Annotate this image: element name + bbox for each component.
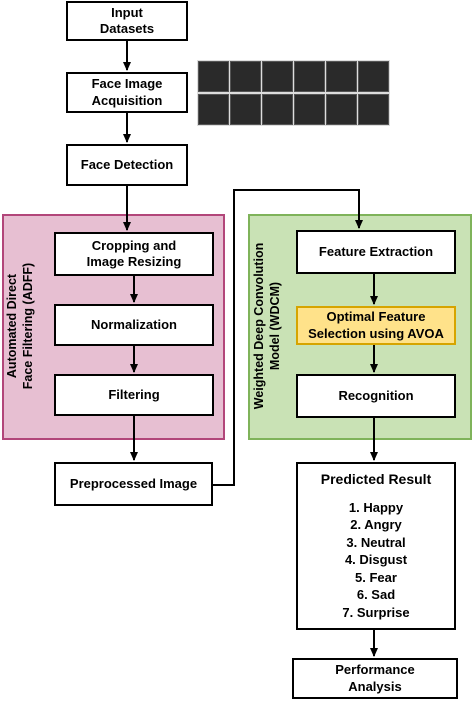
input-datasets-box: Input Datasets xyxy=(66,1,188,41)
recognition-box: Recognition xyxy=(296,374,456,418)
cropping-resizing-box: Cropping and Image Resizing xyxy=(54,232,214,276)
arrow-preprocessed-to-feature-extraction xyxy=(213,189,363,486)
face-detection-box: Face Detection xyxy=(66,144,188,186)
filtering-box: Filtering xyxy=(54,374,214,416)
predicted-result-box: Predicted Result 1. Happy 2. Angry 3. Ne… xyxy=(296,462,456,630)
sample-face-images xyxy=(197,60,390,126)
performance-analysis-box: Performance Analysis xyxy=(292,658,458,699)
preprocessed-image-box: Preprocessed Image xyxy=(54,462,213,506)
result-item: 2. Angry xyxy=(350,517,402,532)
feature-selection-avoa-box: Optimal Feature Selection using AVOA xyxy=(296,306,456,345)
result-item: 5. Fear xyxy=(355,569,397,585)
predicted-result-title: Predicted Result xyxy=(320,471,432,487)
result-item: 4. Disgust xyxy=(344,552,408,567)
result-item: 6. Sad xyxy=(356,587,396,602)
normalization-box: Normalization xyxy=(54,304,214,346)
result-item: 7. Surprise xyxy=(342,604,410,620)
feature-extraction-box: Feature Extraction xyxy=(296,230,456,274)
result-item: 1. Happy xyxy=(348,499,404,515)
face-image-acquisition-box: Face Image Acquisition xyxy=(66,72,188,113)
result-item: 3. Neutral xyxy=(346,534,406,550)
